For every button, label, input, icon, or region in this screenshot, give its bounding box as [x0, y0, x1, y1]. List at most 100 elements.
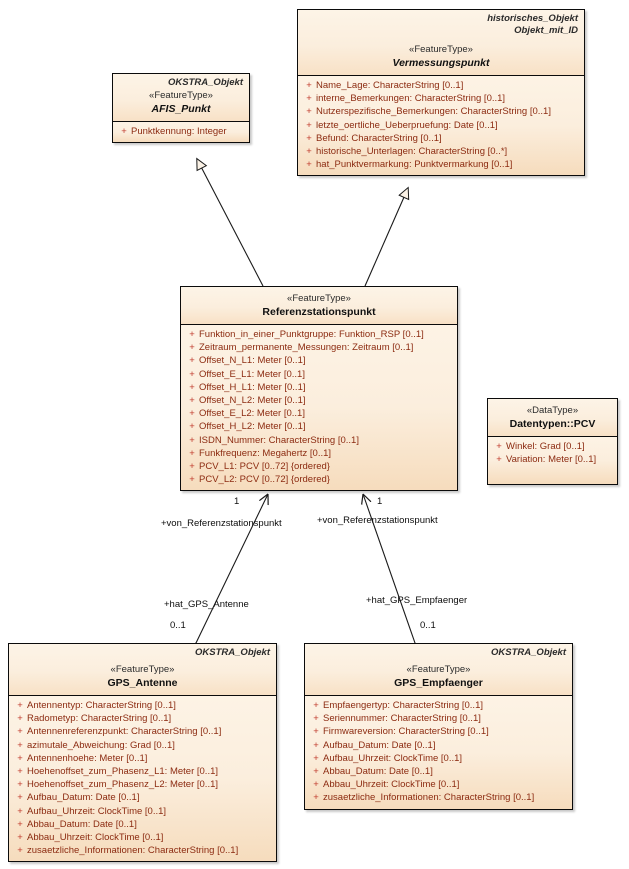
class-stereotype: «FeatureType»: [149, 90, 213, 101]
class-vermessungspunkt[interactable]: historisches_Objekt Objekt_mit_ID «Featu…: [297, 9, 585, 177]
class-stereotype: «DataType»: [526, 405, 579, 416]
visibility-marker: +: [306, 93, 312, 105]
association-gps-antenne: [196, 494, 268, 643]
visibility-marker: +: [496, 441, 502, 452]
class-attributes-gps-empfaenger: + Empfaengertyp: CharacterString [0..1] …: [305, 696, 572, 809]
attribute-signature: Abbau_Uhrzeit: ClockTime [0..1]: [323, 779, 460, 791]
class-afis-punkt[interactable]: OKSTRA_Objekt «FeatureType» AFIS_Punkt +…: [112, 73, 250, 144]
visibility-marker: +: [189, 368, 195, 380]
attribute-signature: Funktion_in_einer_Punktgruppe: Funktion_…: [199, 329, 424, 340]
attribute-signature: zusaetzliche_Informationen: CharacterStr…: [323, 792, 535, 804]
class-header-vermessungspunkt: historisches_Objekt Objekt_mit_ID «Featu…: [298, 10, 584, 76]
visibility-marker: +: [189, 461, 195, 473]
class-name: AFIS_Punkt: [151, 103, 211, 115]
attribute-row: + azimutale_Abweichung: Grad [0..1]: [13, 739, 272, 752]
attribute-row: + Aufbau_Uhrzeit: ClockTime [0..1]: [13, 805, 272, 818]
attribute-row: + letzte_oertliche_Ueberpruefung: Date […: [302, 119, 580, 132]
attribute-row: + Empfaengertyp: CharacterString [0..1]: [309, 699, 568, 712]
attribute-signature: Abbau_Datum: Date [0..1]: [323, 766, 433, 778]
class-header-referenzstationspunkt: «FeatureType» Referenzstationspunkt: [181, 287, 457, 325]
class-header-afis-punkt: OKSTRA_Objekt «FeatureType» AFIS_Punkt: [113, 74, 249, 122]
attribute-row: + Offset_H_L2: Meter [0..1]: [185, 420, 453, 433]
attribute-signature: Antennentyp: CharacterString [0..1]: [27, 700, 176, 711]
attribute-signature: Firmwareversion: CharacterString [0..1]: [323, 726, 489, 738]
attribute-row: + Zeitraum_permanente_Messungen: Zeitrau…: [185, 341, 453, 354]
attribute-row: + zusaetzliche_Informationen: CharacterS…: [309, 791, 568, 804]
attribute-signature: historische_Unterlagen: CharacterString …: [316, 146, 508, 158]
attribute-row: + Winkel: Grad [0..1]: [492, 440, 613, 453]
class-attributes-datentypen-pcv: + Winkel: Grad [0..1] + Variation: Meter…: [488, 437, 617, 485]
edge-label-antenne-target-mult: 0..1: [170, 620, 186, 631]
class-gps-empfaenger[interactable]: OKSTRA_Objekt «FeatureType» GPS_Empfaeng…: [304, 643, 573, 810]
class-tag: OKSTRA_Objekt: [491, 647, 566, 658]
visibility-marker: +: [189, 421, 195, 433]
attribute-row: + Punktkennung: Integer: [117, 125, 245, 138]
attribute-signature: PCV_L1: PCV [0..72] {ordered}: [199, 461, 330, 473]
attribute-row: + Antennentyp: CharacterString [0..1]: [13, 699, 272, 712]
visibility-marker: +: [121, 126, 127, 137]
attribute-signature: Aufbau_Uhrzeit: ClockTime [0..1]: [323, 752, 463, 764]
attribute-signature: Offset_N_L2: Meter [0..1]: [199, 395, 306, 407]
attribute-row: + Offset_N_L2: Meter [0..1]: [185, 394, 453, 407]
attribute-signature: Aufbau_Datum: Date [0..1]: [27, 792, 140, 804]
edge-label-empfaenger-target-mult: 0..1: [420, 620, 436, 631]
visibility-marker: +: [189, 434, 195, 446]
attribute-signature: Offset_E_L2: Meter [0..1]: [199, 408, 305, 420]
visibility-marker: +: [189, 381, 195, 393]
visibility-marker: +: [189, 447, 195, 459]
attribute-signature: Empfaengertyp: CharacterString [0..1]: [323, 700, 483, 711]
attribute-signature: Variation: Meter [0..1]: [506, 454, 597, 466]
attribute-row: + Hoehenoffset_zum_Phasenz_L1: Meter [0.…: [13, 765, 272, 778]
visibility-marker: +: [189, 342, 195, 354]
attribute-row: + Name_Lage: CharacterString [0..1]: [302, 79, 580, 92]
class-referenzstationspunkt[interactable]: «FeatureType» Referenzstationspunkt + Fu…: [180, 286, 458, 492]
visibility-marker: +: [17, 779, 23, 791]
visibility-marker: +: [189, 355, 195, 367]
attribute-signature: Antennenreferenzpunkt: CharacterString […: [27, 726, 222, 738]
attribute-row: + Seriennummer: CharacterString [0..1]: [309, 712, 568, 725]
attribute-signature: Nutzerspezifische_Bemerkungen: Character…: [316, 106, 551, 118]
attribute-signature: zusaetzliche_Informationen: CharacterStr…: [27, 845, 239, 857]
visibility-marker: +: [313, 792, 319, 804]
attribute-row: + Variation: Meter [0..1]: [492, 453, 613, 466]
attribute-signature: Antennenhoehe: Meter [0..1]: [27, 752, 148, 764]
class-name: GPS_Empfaenger: [394, 677, 483, 689]
attribute-signature: Radometyp: CharacterString [0..1]: [27, 713, 172, 725]
visibility-marker: +: [306, 159, 312, 171]
visibility-marker: +: [496, 454, 502, 466]
attribute-signature: Aufbau_Datum: Date [0..1]: [323, 739, 436, 751]
visibility-marker: +: [189, 329, 195, 340]
attribute-row: + Radometyp: CharacterString [0..1]: [13, 712, 272, 725]
class-attributes-gps-antenne: + Antennentyp: CharacterString [0..1] + …: [9, 696, 276, 862]
attribute-row: + Offset_E_L2: Meter [0..1]: [185, 407, 453, 420]
class-datentypen-pcv[interactable]: «DataType» Datentypen::PCV + Winkel: Gra…: [487, 398, 618, 486]
attribute-row: + Antennenreferenzpunkt: CharacterString…: [13, 725, 272, 738]
class-name: Referenzstationspunkt: [262, 306, 376, 318]
attribute-signature: ISDN_Nummer: CharacterString [0..1]: [199, 434, 359, 446]
class-attributes-referenzstationspunkt: + Funktion_in_einer_Punktgruppe: Funktio…: [181, 325, 457, 491]
class-header-gps-empfaenger: OKSTRA_Objekt «FeatureType» GPS_Empfaeng…: [305, 644, 572, 696]
attribute-row: + Antennenhoehe: Meter [0..1]: [13, 752, 272, 765]
attribute-signature: Offset_H_L2: Meter [0..1]: [199, 421, 306, 433]
attribute-row: + PCV_L2: PCV [0..72] {ordered}: [185, 473, 453, 486]
attribute-signature: Seriennummer: CharacterString [0..1]: [323, 713, 481, 725]
attribute-signature: Abbau_Uhrzeit: ClockTime [0..1]: [27, 832, 164, 844]
attribute-row: + Hoehenoffset_zum_Phasenz_L2: Meter [0.…: [13, 778, 272, 791]
class-tag: OKSTRA_Objekt: [195, 647, 270, 658]
visibility-marker: +: [17, 805, 23, 817]
class-stereotype: «FeatureType»: [409, 44, 473, 55]
generalization-to-vermessungspunkt: [364, 186, 410, 287]
class-attributes-vermessungspunkt: + Name_Lage: CharacterString [0..1] + in…: [298, 76, 584, 176]
class-stereotype: «FeatureType»: [110, 664, 175, 675]
edge-label-empfaenger-source-role: +von_Referenzstationspunkt: [317, 515, 438, 526]
attribute-signature: Winkel: Grad [0..1]: [506, 441, 585, 452]
attribute-signature: azimutale_Abweichung: Grad [0..1]: [27, 739, 175, 751]
edge-label-antenne-target-role: +hat_GPS_Antenne: [164, 599, 249, 610]
edge-label-empfaenger-source-mult: 1: [377, 496, 383, 507]
class-stereotype: «FeatureType»: [406, 664, 471, 675]
class-gps-antenne[interactable]: OKSTRA_Objekt «FeatureType» GPS_Antenne …: [8, 643, 277, 863]
class-header-datentypen-pcv: «DataType» Datentypen::PCV: [488, 399, 617, 437]
attribute-row: + Funktion_in_einer_Punktgruppe: Funktio…: [185, 328, 453, 341]
class-stereotype: «FeatureType»: [287, 293, 351, 304]
